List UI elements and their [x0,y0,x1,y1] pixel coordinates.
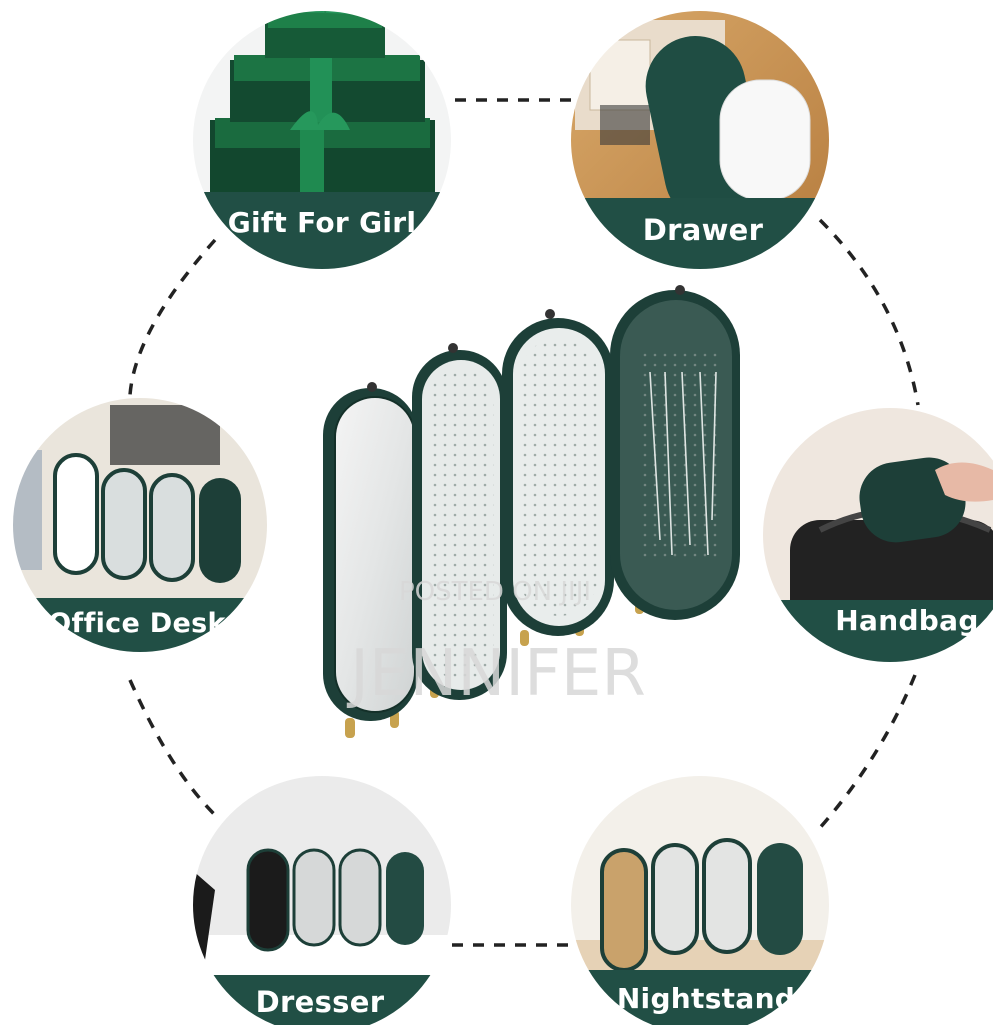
usage-circle-gift: Gift For Girl [191,9,453,271]
label-dresser: Dresser [256,985,385,1019]
usage-circle-handbag: Handbag [761,406,993,664]
watermark-line2: JENNIFER [346,637,646,711]
label-gift: Gift For Girl [228,206,417,239]
label-nightstand: Nightstand [617,982,795,1015]
earring-panel-right [502,309,614,636]
jewelry-organizer-product [323,285,740,738]
dashed-ring [128,98,920,947]
nightstand-organizer-image [600,838,803,972]
necklace-panel [610,285,740,620]
usage-circle-drawer: Drawer [569,9,831,271]
watermark: POSTED ON JIJI JENNIFER [346,577,646,711]
usage-circle-office: Office Desk [11,396,269,654]
usage-circle-dresser: Dresser [191,774,453,1025]
label-drawer: Drawer [643,213,764,247]
label-handbag: Handbag [835,604,978,637]
usage-circle-nightstand: Nightstand [569,774,831,1025]
earring-panel-left [412,343,507,700]
office-organizer-image [53,453,241,583]
mirror-panel [323,382,418,721]
watermark-line1: POSTED ON JIJI [399,577,591,607]
label-office: Office Desk [48,608,226,639]
dresser-organizer-image [246,848,424,952]
drawer-organizer-image [645,35,811,225]
gift-boxes-image [210,10,435,195]
